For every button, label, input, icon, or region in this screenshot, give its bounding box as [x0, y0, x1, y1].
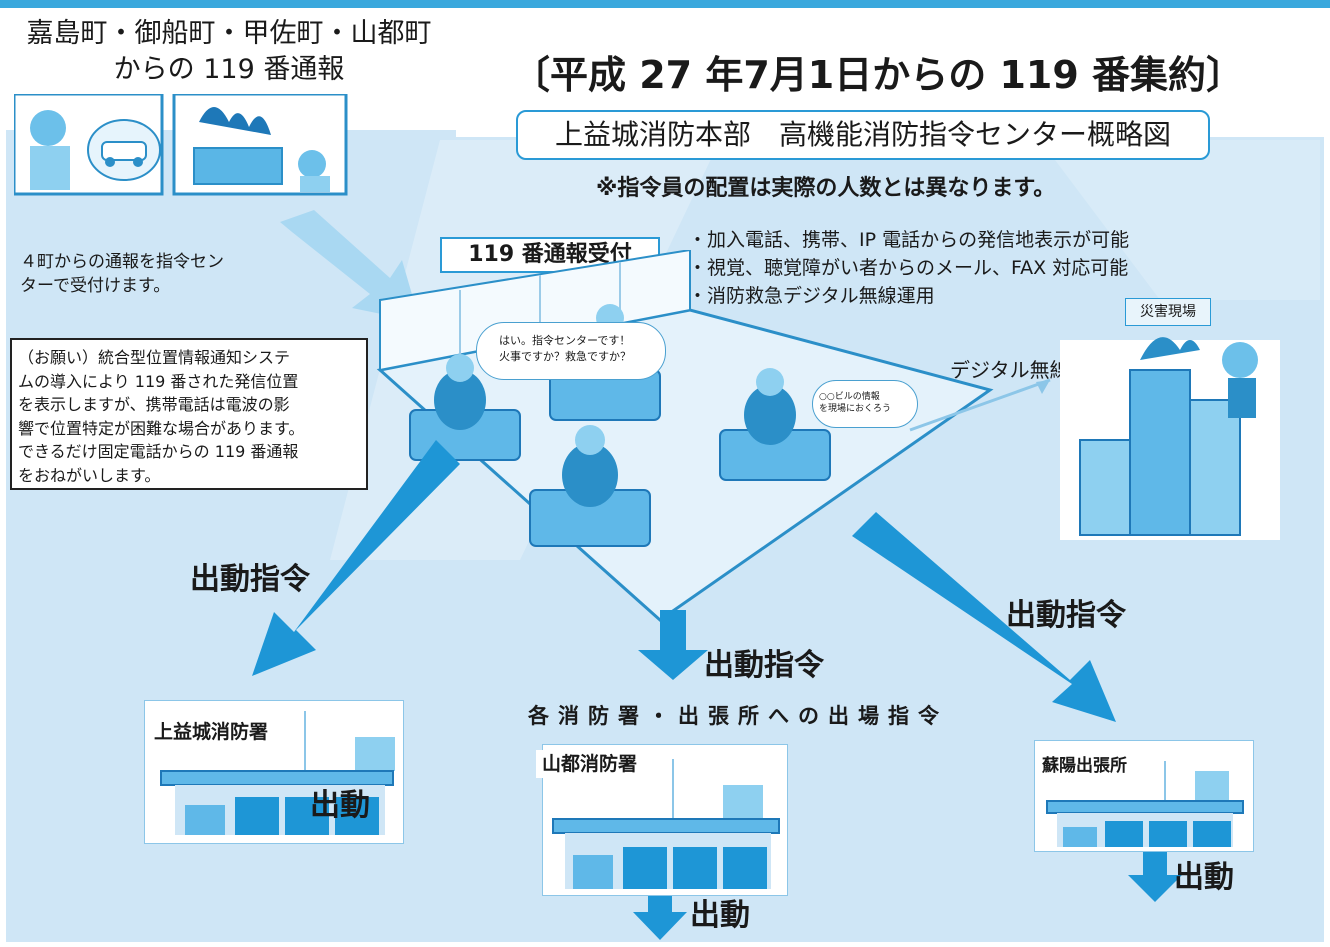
- station-name: 上益城消防署: [148, 718, 275, 746]
- request-line: を表示しますが、携帯電話は電波の影: [18, 395, 290, 414]
- feature-item: ・消防救急デジタル無線運用: [688, 285, 935, 307]
- top-border: [0, 0, 1330, 8]
- request-notice: （お願い）統合型位置情報通知システ ムの導入により 119 番された発信位置 を…: [10, 338, 368, 490]
- four-towns-text: ４町からの通報を指令セン ターで受付けます。: [20, 250, 224, 298]
- request-line: 響で位置特定が困難な場合があります。: [18, 418, 305, 438]
- dispatch-order-left: 出動指令: [190, 562, 310, 597]
- caller-illustrations: [14, 94, 348, 196]
- request-line: をおねがいします。: [18, 465, 161, 485]
- dispatch-order-right: 出動指令: [1006, 598, 1126, 633]
- operator-speech-bubble: はい。指令センターです！ 火事ですか？救急ですか？: [476, 322, 666, 380]
- dispatch-arrow-right: [852, 512, 1116, 722]
- station-name: 蘇陽出張所: [1036, 752, 1133, 780]
- request-line: （お願い）統合型位置情報通知システ: [18, 348, 291, 367]
- main-title: 〔平成 27 年7月1日からの 119 番集約〕: [512, 53, 1245, 97]
- reception-features: ・加入電話、携帯、IP 電話からの発信地表示が可能 ・視覚、聴覚障がい者からのメ…: [688, 226, 1129, 310]
- go-arrow-right: [1128, 840, 1182, 902]
- station-name: 山都消防署: [536, 750, 644, 778]
- digital-radio-label: デジタル無線: [950, 358, 1070, 382]
- feature-item: ・視覚、聴覚障がい者からのメール、FAX 対応可能: [688, 257, 1129, 279]
- station-kamimashiki: [144, 700, 404, 844]
- go-label: 出動: [1174, 860, 1234, 895]
- incoming-call-arrow: [280, 210, 420, 322]
- go-label: 出動: [690, 898, 750, 933]
- four-towns-line2: ターで受付けます。: [20, 276, 171, 296]
- operator-speech-line1: はい。指令センターです！: [499, 334, 631, 347]
- operator-speech-line2: 火事ですか？救急ですか？: [499, 350, 631, 363]
- disaster-site-illustration: [1060, 337, 1280, 540]
- go-arrow-center: [633, 880, 687, 940]
- dispatch-order-center: 出動指令: [704, 648, 824, 683]
- station-building-icon: [1046, 761, 1244, 847]
- feature-item: ・加入電話、携帯、IP 電話からの発信地表示が可能: [688, 229, 1130, 251]
- four-towns-line1: ４町からの通報を指令セン: [20, 252, 224, 272]
- dispatch-arrow-left: [252, 440, 460, 676]
- go-label: 出動: [310, 788, 370, 823]
- info-speech-bubble: ○○ビルの情報 を現場におくろう: [812, 380, 918, 428]
- station-building-icon: [160, 711, 395, 835]
- dispatch-arrow-center: [638, 610, 708, 680]
- all-stations-order: 各消防署・出張所への出場指令: [528, 704, 948, 728]
- towns-header-card: [8, 10, 454, 90]
- request-line: できるだけ固定電話からの 119 番通報: [18, 442, 299, 461]
- request-line: ムの導入により 119 番された発信位置: [18, 371, 299, 391]
- info-speech-line1: ○○ビルの情報: [819, 392, 880, 402]
- towns-title-line2: からの 119 番通報: [113, 54, 345, 85]
- info-speech-line2: を現場におくろう: [819, 404, 892, 414]
- subtitle-box: 上益城消防本部 高機能消防指令センター概略図: [516, 110, 1210, 160]
- disaster-site-tag: 災害現場: [1125, 298, 1211, 326]
- towns-title-line1: 嘉島町・御船町・甲佐町・山都町: [26, 18, 432, 49]
- radio-signal-arrow: [909, 378, 1051, 432]
- station-building-icon: [552, 759, 780, 889]
- towns-title: 嘉島町・御船町・甲佐町・山都町 からの 119 番通報: [14, 16, 444, 88]
- staffing-note: ※指令員の配置は実際の人数とは異なります。: [596, 176, 1056, 201]
